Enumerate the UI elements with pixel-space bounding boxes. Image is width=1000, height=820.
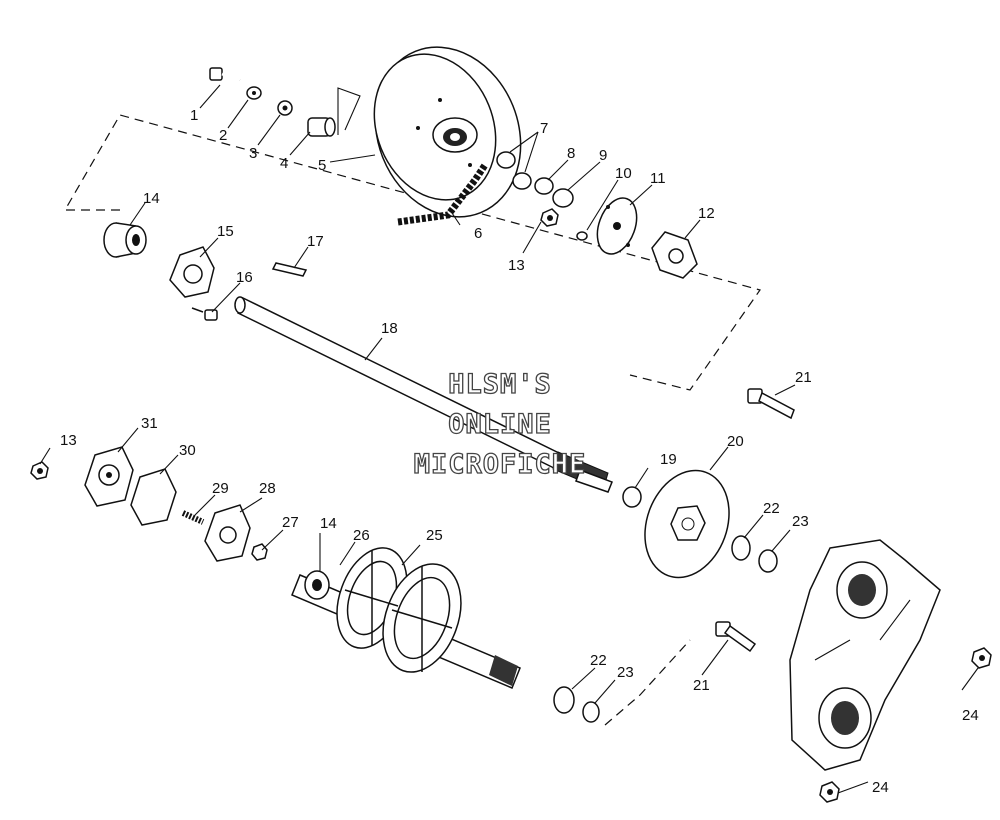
drive-axle-part-25 (291, 547, 521, 689)
o-ring-part-8 (534, 177, 554, 195)
callout-16: 16 (236, 269, 253, 286)
bolt-part-16 (191, 307, 218, 321)
nut-part-13-upper (540, 208, 559, 227)
nut-part-24-bottom (819, 781, 840, 803)
gasket-part-30 (130, 468, 177, 526)
callout-2: 2 (219, 127, 227, 144)
flange-part-15 (169, 246, 215, 298)
callout-22-lower: 22 (590, 652, 607, 669)
watermark-line-3: MICROFICHE (414, 449, 587, 480)
leader-lines (39, 84, 979, 794)
callout-29: 29 (212, 480, 229, 497)
brake-disc-part-20 (644, 469, 730, 579)
callout-27: 27 (282, 514, 299, 531)
callout-8: 8 (567, 145, 575, 162)
callout-20: 20 (727, 433, 744, 450)
watermark-line-2: ONLINE (448, 409, 552, 440)
flange-part-28 (204, 504, 251, 562)
callout-19: 19 (660, 451, 677, 468)
callout-13-lower: 13 (60, 432, 77, 449)
o-ring-part-9 (552, 188, 574, 208)
nut-part-27 (251, 543, 268, 561)
nut-part-13-lower (30, 461, 49, 480)
callout-24-bottom: 24 (872, 779, 889, 796)
bearing-plate-part-31 (84, 446, 134, 507)
callout-14-lower: 14 (320, 515, 337, 532)
callout-31: 31 (141, 415, 158, 432)
nut-part-24-right (971, 647, 992, 669)
bushing-part-4 (307, 117, 336, 137)
callout-21-upper: 21 (795, 369, 812, 386)
callout-23-lower: 23 (617, 664, 634, 681)
callout-18: 18 (381, 320, 398, 337)
callout-4: 4 (280, 155, 288, 172)
seal-part-23-upper (758, 549, 778, 573)
callout-26: 26 (353, 527, 370, 544)
bearing-part-14-upper (103, 222, 147, 258)
callout-17: 17 (307, 233, 324, 250)
callout-14-upper: 14 (143, 190, 160, 207)
sprocket-part-5 (337, 46, 522, 218)
callout-24-right: 24 (962, 707, 979, 724)
callout-15: 15 (217, 223, 234, 240)
callout-7: 7 (540, 120, 548, 137)
bearing-part-22-upper (731, 535, 751, 561)
callout-labels: 1 2 3 4 5 6 7 8 9 10 11 12 13 14 15 16 1… (60, 107, 979, 796)
callout-23-upper: 23 (792, 513, 809, 530)
flange-plate-part-12 (651, 231, 698, 279)
callout-5: 5 (318, 157, 326, 174)
callout-28: 28 (259, 480, 276, 497)
callout-3: 3 (249, 145, 257, 162)
bolt-part-21-upper (747, 388, 795, 420)
circlip-part-19 (622, 486, 642, 508)
watermark-line-1: HLSM'S (448, 369, 552, 400)
callout-11: 11 (650, 170, 666, 187)
callout-25: 25 (426, 527, 443, 544)
callout-12: 12 (698, 205, 715, 222)
callout-21-lower: 21 (693, 677, 710, 694)
bearing-plate-part-11 (596, 197, 638, 255)
callout-10: 10 (615, 165, 632, 182)
callout-22-upper: 22 (763, 500, 780, 517)
seal-part-23-lower (582, 701, 600, 723)
bolt-part-21-lower (715, 621, 757, 653)
callout-30: 30 (179, 442, 196, 459)
callout-9: 9 (599, 147, 607, 164)
callout-6: 6 (474, 225, 482, 242)
o-ring-part-7b (512, 172, 532, 190)
key-part-17 (271, 262, 308, 277)
spring-part-29 (181, 510, 205, 525)
callout-13-upper: 13 (508, 257, 525, 274)
watermark: HLSM'S ONLINE MICROFICHE (413, 368, 587, 480)
bolt-part-1 (209, 67, 241, 82)
washer-part-10 (576, 231, 588, 241)
chain-part-6 (397, 163, 488, 226)
shaft-part-18 (234, 296, 613, 493)
bearing-part-22-lower (553, 686, 575, 714)
chaincase-housing (789, 539, 941, 771)
callout-1: 1 (190, 107, 198, 124)
o-ring-part-7a (496, 151, 516, 169)
